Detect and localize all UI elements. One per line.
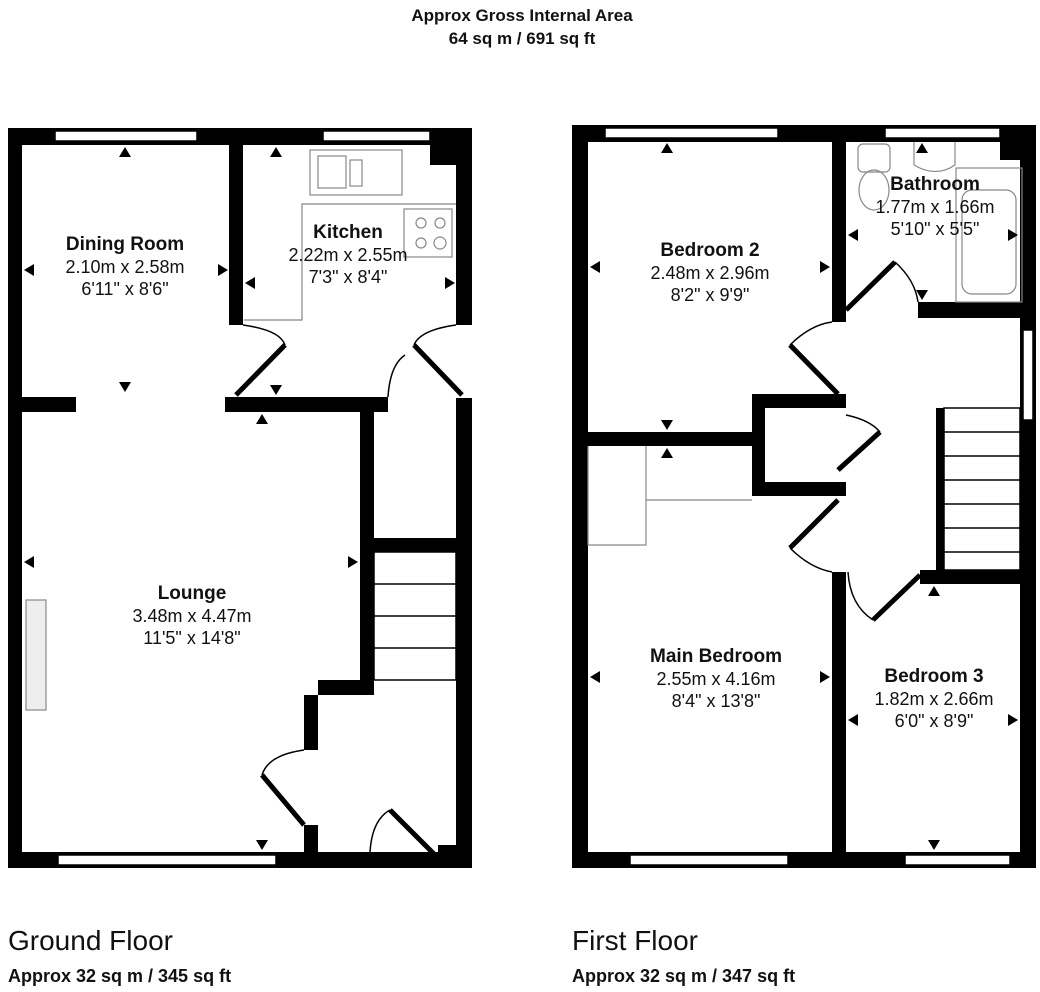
first-floor-label: First Floor [572, 925, 698, 956]
room-name: Bathroom [890, 174, 980, 195]
first-floor-area: Approx 32 sq m / 347 sq ft [572, 966, 796, 986]
room-name: Bedroom 3 [884, 666, 984, 687]
first-floor-fittings [587, 142, 1023, 546]
ground-floor-area: Approx 32 sq m / 345 sq ft [8, 966, 232, 986]
kitchen-fittings [25, 149, 456, 711]
room-metric: 2.22m x 2.55m [288, 245, 408, 265]
room-imperial: 5'10" x 5'5" [890, 219, 980, 239]
room-name: Lounge [157, 583, 227, 604]
room-imperial: 11'5" x 14'8" [143, 628, 241, 648]
room-kitchen: Kitchen 2.22m x 2.55m 7'3" x 8'4" [288, 222, 407, 288]
room-lounge: Lounge 3.48m x 4.47m 11'5" x 14'8" [132, 583, 251, 649]
room-metric: 2.48m x 2.96m [650, 263, 770, 283]
gross-area-title: Approx Gross Internal Area [411, 6, 633, 25]
room-name: Bedroom 2 [660, 240, 760, 261]
room-metric: 3.48m x 4.47m [132, 606, 252, 626]
room-dining-room: Dining Room 2.10m x 2.58m 6'11" x 8'6" [65, 234, 184, 300]
room-bathroom: Bathroom 1.77m x 1.66m 5'10" x 5'5" [875, 174, 994, 240]
room-imperial: 8'2" x 9'9" [670, 285, 750, 305]
room-name: Kitchen [313, 222, 383, 243]
first-floor-windows [604, 127, 1034, 866]
first-floor-doors [788, 260, 922, 622]
first-floor-stairs [943, 407, 1021, 571]
gross-area-value: 64 sq m / 691 sq ft [448, 29, 596, 48]
room-imperial: 6'11" x 8'6" [81, 279, 169, 299]
room-imperial: 7'3" x 8'4" [308, 267, 388, 287]
room-name: Dining Room [65, 234, 185, 255]
ground-floor-label: Ground Floor [8, 925, 173, 956]
ground-floor-doors [234, 324, 464, 860]
room-imperial: 6'0" x 8'9" [894, 711, 974, 731]
room-bedroom-3: Bedroom 3 1.82m x 2.66m 6'0" x 8'9" [874, 666, 993, 732]
room-name: Main Bedroom [650, 646, 782, 667]
room-main-bedroom: Main Bedroom 2.55m x 4.16m 8'4" x 13'8" [650, 646, 782, 712]
room-metric: 2.10m x 2.58m [65, 257, 185, 277]
room-metric: 1.82m x 2.66m [874, 689, 994, 709]
ground-floor-windows [54, 130, 431, 866]
room-imperial: 8'4" x 13'8" [671, 691, 761, 711]
room-metric: 1.77m x 1.66m [875, 197, 995, 217]
room-bedroom-2: Bedroom 2 2.48m x 2.96m 8'2" x 9'9" [650, 240, 769, 306]
dimension-arrows [24, 143, 1018, 850]
ground-floor-stairs [373, 551, 457, 681]
room-metric: 2.55m x 4.16m [656, 669, 776, 689]
